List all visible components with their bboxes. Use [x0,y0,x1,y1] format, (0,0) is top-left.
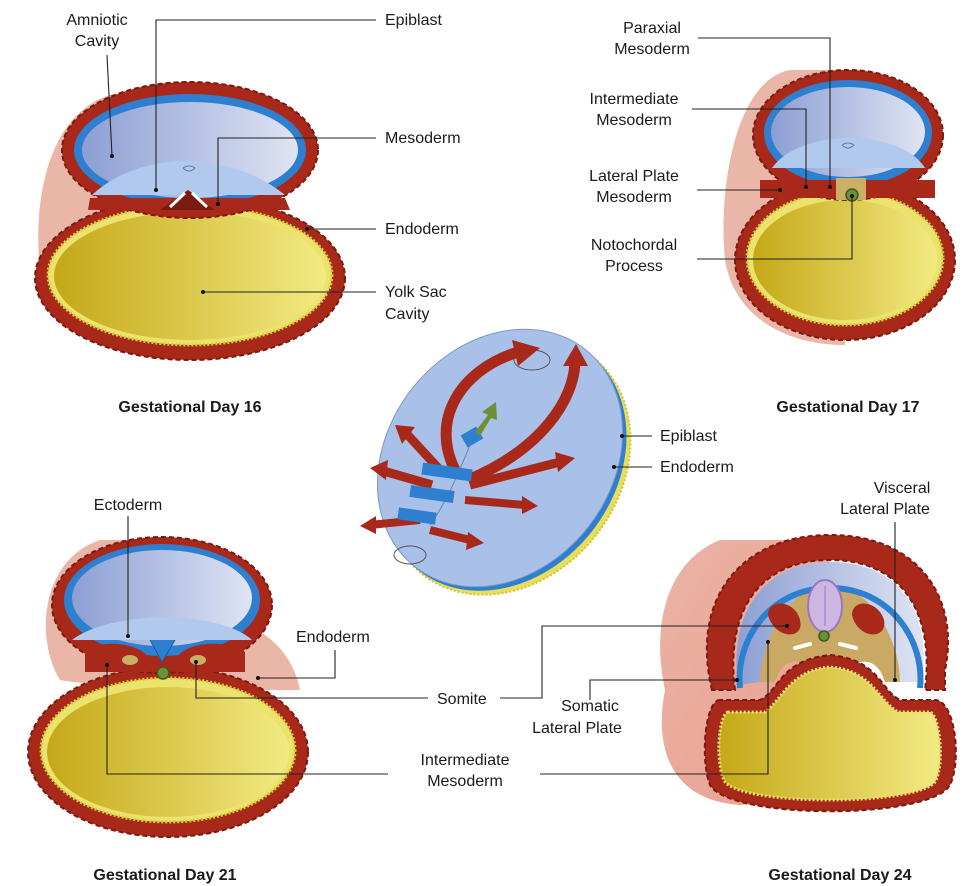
label-amniotic-cavity-2: Cavity [75,33,119,50]
arrowhead [360,516,376,534]
label-visceral-1: Visceral [874,480,931,497]
yolk-sac-cavity [47,687,289,817]
label-endoderm-top: Endoderm [385,221,459,238]
label-mesoderm: Mesoderm [385,130,461,147]
intraembryonic-coelom-right [190,655,206,665]
panel-day17 [724,70,955,345]
panel-day21 [28,537,308,837]
label-amniotic-cavity-1: Amniotic [66,12,127,29]
label-epiblast-top: Epiblast [385,12,442,29]
embryonic-disc [327,280,681,643]
label-lateral-plate-1: Lateral Plate [589,168,679,185]
label-somatic-2: Lateral Plate [532,720,622,737]
panel-day24 [660,535,956,811]
caption-day24: Gestational Day 24 [768,867,911,884]
label-intermediate-bottom-1: Intermediate [421,752,510,769]
label-lateral-plate-2: Mesoderm [596,189,672,206]
label-somite: Somite [437,691,487,708]
notochord [157,667,169,679]
label-yolk-sac-1: Yolk Sac [385,284,447,301]
label-intermediate-top-1: Intermediate [590,91,679,108]
label-notochordal-2: Process [605,258,663,275]
label-epiblast-mid: Epiblast [660,428,717,445]
label-somatic-1: Somatic [561,698,619,715]
arrow-right-low [465,500,525,505]
label-intermediate-bottom-2: Mesoderm [427,773,503,790]
intraembryonic-coelom-left [122,655,138,665]
label-endoderm-mid: Endoderm [660,459,734,476]
caption-day16: Gestational Day 16 [118,399,261,416]
yolk-sac-cavity [753,200,937,320]
panel-day16 [35,82,345,360]
notochord [819,631,829,641]
yolk-sac-cavity [54,212,326,340]
label-paraxial-1: Paraxial [623,20,681,37]
label-endoderm-bottom: Endoderm [296,629,370,646]
label-notochordal-1: Notochordal [591,237,677,254]
label-yolk-sac-2: Cavity [385,306,429,323]
label-visceral-2: Lateral Plate [840,501,930,518]
label-intermediate-top-2: Mesoderm [596,112,672,129]
caption-day17: Gestational Day 17 [776,399,919,416]
label-ectoderm: Ectoderm [94,497,162,514]
label-paraxial-2: Mesoderm [614,41,690,58]
caption-day21: Gestational Day 21 [93,867,236,884]
